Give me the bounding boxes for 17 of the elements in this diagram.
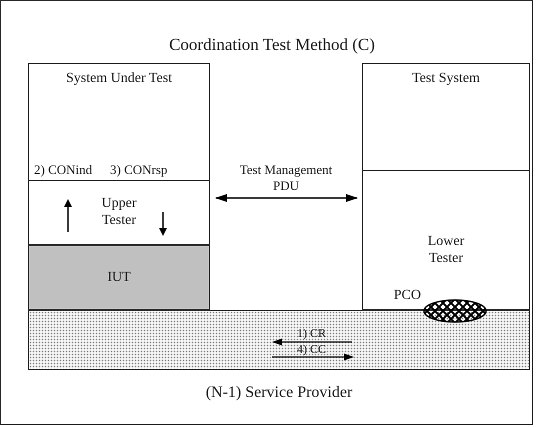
system-box <box>28 63 210 310</box>
system-box <box>362 63 530 310</box>
pco-label: PCO <box>394 287 421 305</box>
signal-label: 1) CR <box>297 327 326 339</box>
node-label: System Under Test <box>66 70 172 88</box>
band-caption: (N-1) Service Provider <box>204 383 354 403</box>
iut-box <box>28 245 210 310</box>
signal-label: 4) CC <box>297 343 326 355</box>
node-label: Lower Tester <box>426 234 466 267</box>
title: Coordination Test Method (C) <box>168 36 376 53</box>
tester-box <box>28 180 210 245</box>
arrow <box>215 194 358 202</box>
node-label: Upper Tester <box>100 196 138 229</box>
signal-label: 3) CONrsp <box>110 163 168 176</box>
signal-label: 2) CONind <box>34 163 92 176</box>
node-label: Test System <box>412 70 480 88</box>
node-label: IUT <box>106 269 132 287</box>
